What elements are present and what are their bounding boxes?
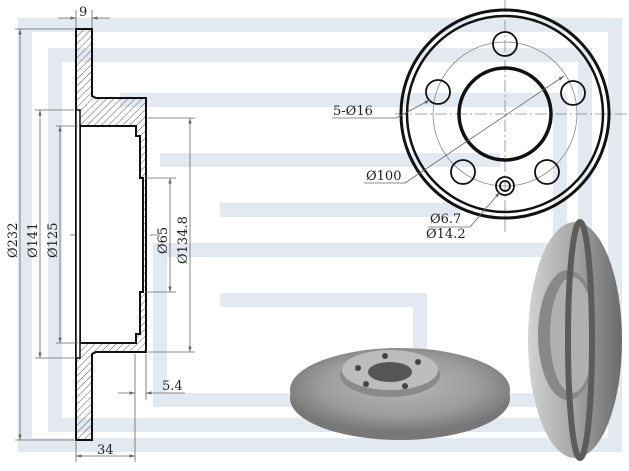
dim-small-hole-inner: Ø6.7 [430, 212, 461, 227]
dim-hat-diameter: Ø134.8 [176, 216, 191, 264]
bolt-holes [425, 31, 586, 196]
dim-d125: Ø125 [46, 223, 61, 258]
center-bore [457, 66, 553, 162]
dim-small-hole-outer: Ø14.2 [426, 227, 466, 242]
disc-photo-side [528, 219, 622, 461]
outer-rim [399, 8, 611, 220]
hub-cavity [79, 125, 144, 344]
disc-photo-front [290, 348, 510, 440]
dim-total-height: 34 [97, 443, 114, 458]
pcd-circle [432, 41, 578, 187]
dim-bolt-holes: 5-Ø16 [333, 104, 373, 119]
dim-hat-thickness: 5.4 [162, 379, 183, 394]
dim-center-bore: Ø65 [156, 227, 171, 254]
front-view: 5-Ø16 Ø100 Ø6.7 Ø14.2 [332, 0, 629, 242]
section-view: 9 34 5.4 Ø232 Ø141 Ø125 Ø65 Ø134.8 [6, 5, 195, 462]
dim-d141: Ø141 [26, 223, 41, 258]
dim-pcd: Ø100 [366, 169, 401, 184]
hub-face [75, 109, 81, 359]
dim-outer-diameter: Ø232 [6, 223, 21, 258]
dim-thickness: 9 [79, 5, 87, 20]
